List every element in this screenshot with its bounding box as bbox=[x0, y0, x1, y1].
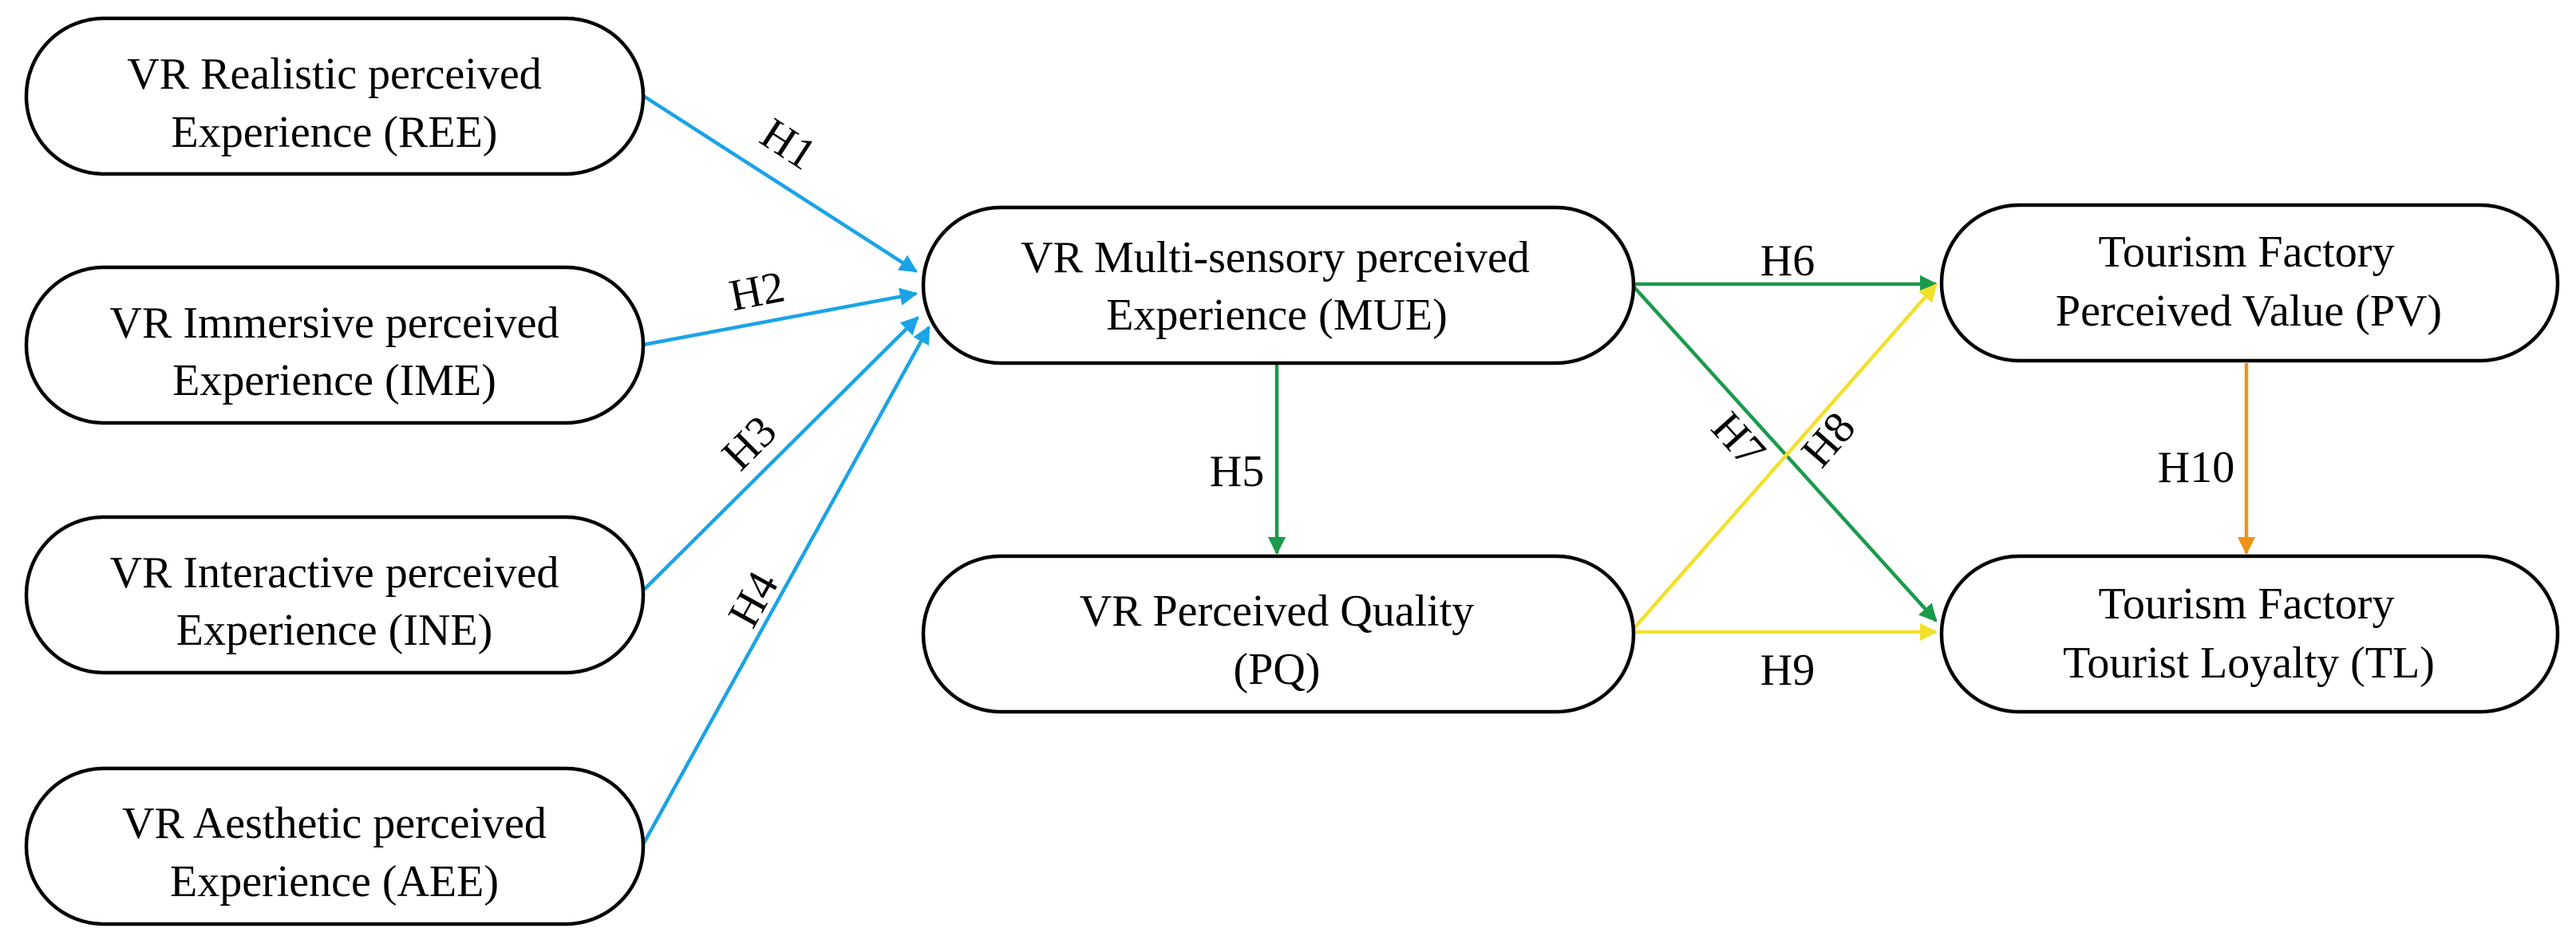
node-ime: VR Immersive perceived Experience (IME) bbox=[24, 265, 646, 425]
node-tl-line2: Tourist Loyalty (TL) bbox=[2063, 638, 2435, 688]
edge-h9-label: H9 bbox=[1760, 646, 1815, 695]
node-pq-line2: (PQ) bbox=[1234, 645, 1321, 694]
node-ree: VR Realistic perceived Experience (REE) bbox=[24, 16, 646, 176]
edge-h8-label: H8 bbox=[1792, 403, 1866, 476]
edge-h6-label: H6 bbox=[1760, 236, 1815, 286]
edge-h10-label: H10 bbox=[2158, 443, 2234, 492]
edge-h8-arrow bbox=[1632, 283, 1938, 630]
node-tl: Tourism Factory Tourist Loyalty (TL) bbox=[1939, 554, 2560, 714]
edge-h4-arrow bbox=[642, 326, 930, 846]
node-ree-line1: VR Realistic perceived bbox=[127, 49, 541, 99]
node-pv-line1: Tourism Factory bbox=[2099, 227, 2395, 277]
edge-h4-label: H4 bbox=[719, 563, 788, 635]
node-ine: VR Interactive perceived Experience (INE… bbox=[24, 515, 646, 675]
edge-h2-label: H2 bbox=[725, 262, 788, 321]
node-tl-line1: Tourism Factory bbox=[2099, 579, 2395, 629]
node-ime-line1: VR Immersive perceived bbox=[110, 298, 559, 348]
edge-h1-label: H1 bbox=[752, 109, 824, 180]
node-aee-line2: Experience (AEE) bbox=[170, 857, 499, 906]
edge-h2-arrow bbox=[642, 287, 919, 347]
node-mue-line2: Experience (MUE) bbox=[1106, 290, 1448, 340]
node-aee: VR Aesthetic perceived Experience (AEE) bbox=[24, 766, 646, 926]
node-mue-line1: VR Multi-sensory perceived bbox=[1021, 233, 1530, 282]
node-ine-line1: VR Interactive perceived bbox=[110, 548, 559, 598]
node-ime-line2: Experience (IME) bbox=[172, 356, 496, 405]
node-pv: Tourism Factory Perceived Value (PV) bbox=[1939, 203, 2560, 363]
node-aee-line1: VR Aesthetic perceived bbox=[122, 799, 547, 848]
edge-h3-label: H3 bbox=[713, 406, 786, 480]
edges bbox=[642, 94, 2256, 846]
node-ine-line2: Experience (INE) bbox=[176, 606, 492, 655]
node-ree-line2: Experience (REE) bbox=[172, 108, 498, 157]
node-pq-line1: VR Perceived Quality bbox=[1080, 587, 1475, 636]
edge-h3-arrow bbox=[642, 316, 919, 592]
edge-h1-arrow bbox=[642, 94, 918, 273]
edge-h7-label: H7 bbox=[1701, 403, 1775, 476]
node-mue: VR Multi-sensory perceived Experience (M… bbox=[921, 205, 1636, 365]
node-pq: VR Perceived Quality (PQ) bbox=[921, 554, 1636, 714]
edge-h7-arrow bbox=[1632, 285, 1938, 622]
node-pv-line2: Perceived Value (PV) bbox=[2056, 286, 2442, 336]
edge-h5-label: H5 bbox=[1210, 447, 1264, 496]
